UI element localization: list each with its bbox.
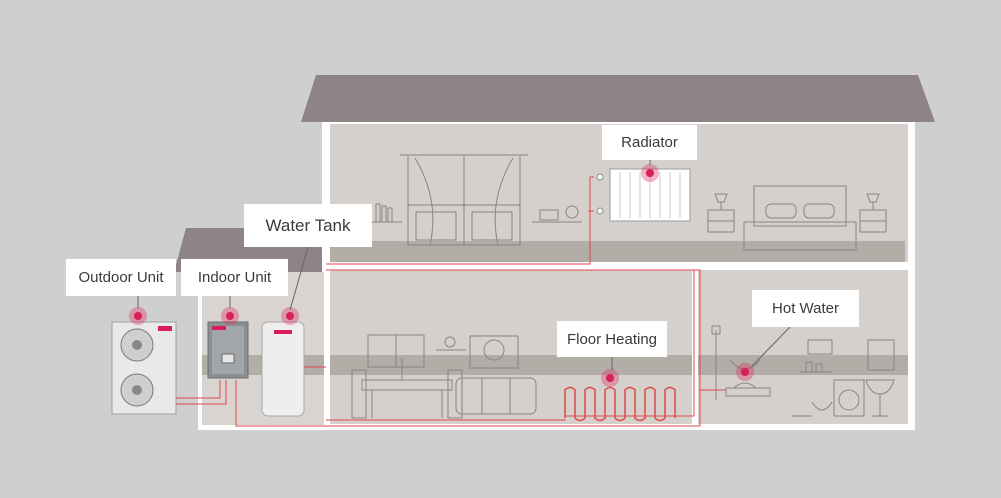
indoor-unit-label: Indoor Unit bbox=[181, 259, 288, 296]
outdoor-unit-graphic bbox=[111, 321, 177, 415]
bed-sketch bbox=[743, 185, 857, 251]
cabinet-sketch bbox=[367, 334, 466, 368]
nightstand-left-sketch bbox=[707, 193, 735, 233]
floor-heating-coil bbox=[564, 386, 676, 422]
mirror-sketch bbox=[867, 339, 895, 371]
pipes bbox=[176, 176, 726, 427]
upper-floor-strip bbox=[330, 241, 905, 262]
main-roof bbox=[301, 75, 935, 122]
toilet-sketch bbox=[792, 401, 833, 417]
living-floor-strip bbox=[330, 355, 692, 375]
shower-sketch bbox=[711, 325, 721, 400]
sofa-sketch bbox=[455, 335, 537, 415]
radiator-label: Radiator bbox=[602, 125, 697, 160]
shelf-books-sketch bbox=[370, 203, 402, 223]
radiator-graphic bbox=[596, 168, 691, 222]
water-tank-label: Water Tank bbox=[244, 204, 372, 247]
window-curtains-sketch bbox=[400, 154, 528, 246]
hot-water-label: Hot Water bbox=[752, 290, 859, 327]
sink-pedestal-sketch bbox=[865, 379, 895, 417]
radiator-marker bbox=[641, 164, 659, 182]
outdoor-unit-marker bbox=[129, 307, 147, 325]
floor-heating-marker bbox=[601, 369, 619, 387]
water-tank-graphic bbox=[261, 321, 305, 417]
bathroom-floor-strip bbox=[698, 355, 908, 375]
floor-heating-label: Floor Heating bbox=[557, 321, 667, 357]
washing-machine-sketch bbox=[833, 379, 865, 417]
indoor-unit-marker bbox=[221, 307, 239, 325]
outdoor-unit-label: Outdoor Unit bbox=[66, 259, 176, 296]
bathroom-shelf-sketch bbox=[800, 339, 833, 373]
dining-table-sketch bbox=[351, 358, 463, 419]
indoor-unit-graphic bbox=[207, 321, 249, 379]
nightstand-right-sketch bbox=[859, 193, 887, 233]
side-shelf-sketch bbox=[532, 205, 582, 223]
water-tank-marker bbox=[281, 307, 299, 325]
hot-water-marker bbox=[736, 363, 754, 381]
